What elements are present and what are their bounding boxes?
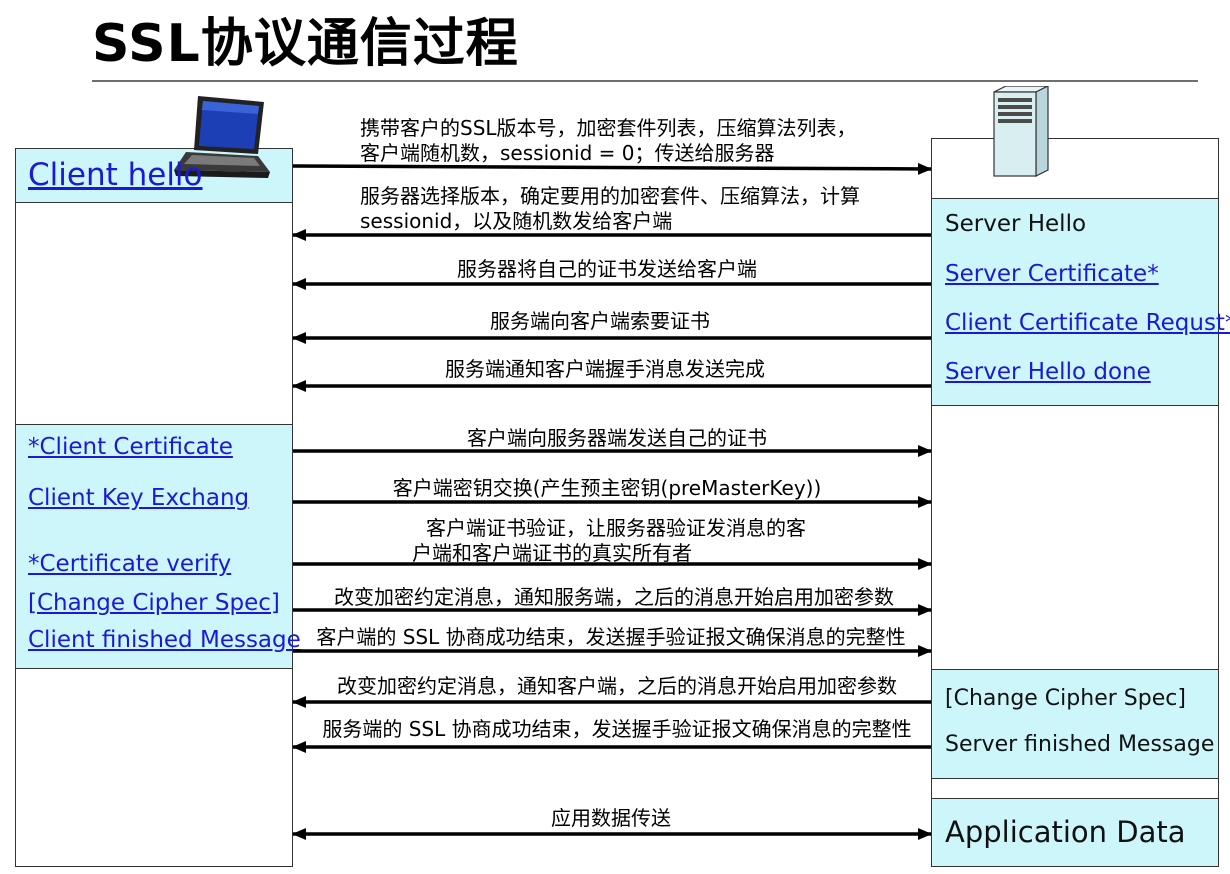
server-change-cipher-spec-label: [Change Cipher Spec] bbox=[945, 686, 1186, 711]
arrow-client-hello bbox=[292, 162, 932, 175]
msg-8-line-1: 客户端证书验证，让服务器验证发消息的客 bbox=[426, 516, 806, 540]
page-title: SSL协议通信过程 bbox=[92, 14, 519, 74]
server-finished-box bbox=[931, 669, 1219, 779]
msg-9: 改变加密约定消息，通知服务端，之后的消息开始启用加密参数 bbox=[334, 585, 894, 609]
msg-4: 服务端向客户端索要证书 bbox=[490, 309, 710, 333]
laptop-icon bbox=[174, 96, 270, 178]
msg-1-line-2: 客户端随机数，sessionid = 0；传送给服务器 bbox=[360, 141, 775, 165]
msg-7: 客户端密钥交换(产生预主密钥(preMasterKey)) bbox=[392, 476, 822, 500]
server-finished-message-label: Server finished Message bbox=[945, 732, 1215, 757]
server-hello-box bbox=[931, 198, 1219, 406]
application-data-box bbox=[931, 798, 1219, 867]
msg-13: 应用数据传送 bbox=[551, 806, 671, 830]
msg-5: 服务端通知客户端握手消息发送完成 bbox=[445, 357, 765, 381]
msg-3: 服务器将自己的证书发送给客户端 bbox=[457, 257, 757, 281]
application-data-label: Application Data bbox=[945, 815, 1186, 849]
msg-10: 客户端的 SSL 协商成功结束，发送握手验证报文确保消息的完整性 bbox=[316, 625, 906, 649]
msg-12: 服务端的 SSL 协商成功结束，发送握手验证报文确保消息的完整性 bbox=[322, 717, 912, 741]
msg-2-line-1: 服务器选择版本，确定要用的加密套件、压缩算法，计算 bbox=[360, 184, 860, 208]
title-underline bbox=[92, 80, 1198, 82]
certificate-verify-label[interactable]: *Certificate verify bbox=[28, 551, 232, 577]
server-certificate-label[interactable]: Server Certificate* bbox=[945, 261, 1159, 287]
msg-11: 改变加密约定消息，通知客户端，之后的消息开始启用加密参数 bbox=[337, 674, 897, 698]
client-certificate-label[interactable]: *Client Certificate bbox=[28, 434, 233, 460]
msg-8-line-2: 户端和客户端证书的真实所有者 bbox=[412, 541, 692, 565]
client-hello-label[interactable]: Client hello bbox=[28, 157, 203, 193]
client-change-cipher-spec-label[interactable]: [Change Cipher Spec] bbox=[28, 590, 280, 616]
client-certificate-request-label[interactable]: Client Certificate Requst* bbox=[945, 310, 1230, 336]
server-hello-done-label[interactable]: Server Hello done bbox=[945, 359, 1151, 385]
server-tower-icon bbox=[993, 86, 1049, 177]
msg-6: 客户端向服务器端发送自己的证书 bbox=[467, 426, 767, 450]
client-finished-message-label[interactable]: Client finished Message bbox=[28, 627, 301, 653]
msg-1-line-1: 携带客户的SSL版本号，加密套件列表，压缩算法列表， bbox=[360, 116, 857, 140]
client-key-exchange-label[interactable]: Client Key Exchang bbox=[28, 485, 250, 511]
server-hello-label: Server Hello bbox=[945, 211, 1087, 237]
client-key-exchange-box bbox=[15, 424, 293, 669]
msg-2-line-2: sessionid，以及随机数发给客户端 bbox=[360, 209, 673, 233]
